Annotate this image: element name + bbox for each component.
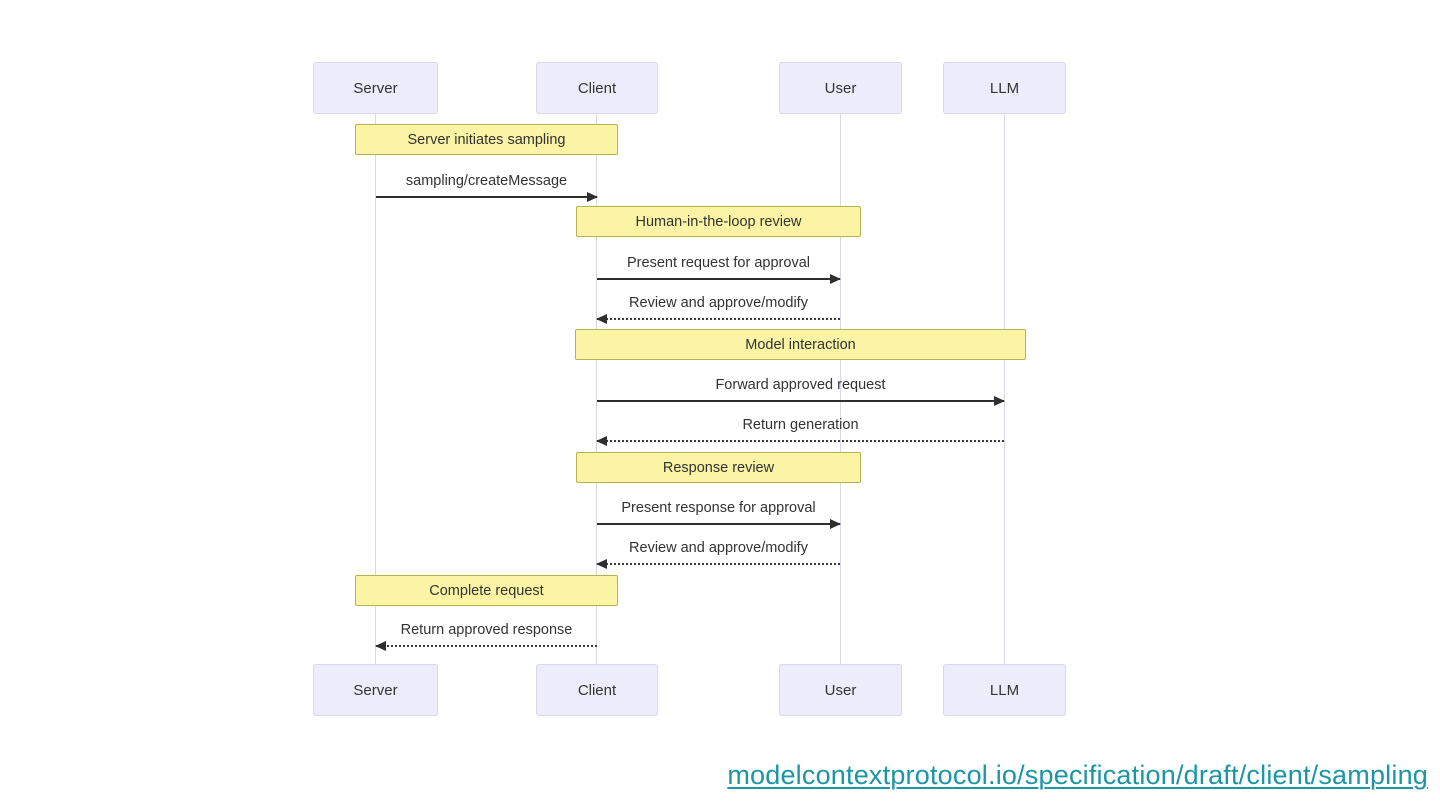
message-line: [596, 436, 1004, 446]
note-human-in-the-loop-review: Human-in-the-loop review: [576, 206, 861, 237]
lifeline-user: [840, 114, 841, 664]
message-line: [597, 396, 1005, 406]
actor-server-top: Server: [313, 62, 438, 114]
spec-url-link[interactable]: modelcontextprotocol.io/specification/dr…: [727, 760, 1428, 790]
actor-server-bottom: Server: [313, 664, 438, 716]
actor-label: Server: [353, 79, 398, 97]
note-label: Human-in-the-loop review: [635, 213, 802, 230]
lifeline-llm: [1004, 114, 1005, 664]
actor-label: User: [824, 681, 857, 699]
note-response-review: Response review: [576, 452, 861, 483]
note-label: Response review: [662, 459, 775, 476]
message-label: Review and approve/modify: [629, 540, 808, 556]
message-return-generation: Return generation: [596, 414, 1004, 446]
message-line: [596, 559, 840, 569]
actor-llm-top: LLM: [943, 62, 1066, 114]
actor-user-top: User: [779, 62, 902, 114]
note-model-interaction: Model interaction: [575, 329, 1026, 360]
arrowhead-icon: [596, 436, 607, 446]
message-return-approved-response: Return approved response: [375, 619, 597, 651]
message-label: Return generation: [742, 417, 859, 433]
actor-client-bottom: Client: [536, 664, 658, 716]
message-label: Forward approved request: [715, 377, 886, 393]
arrowhead-icon: [830, 274, 841, 284]
lifeline-server: [375, 114, 376, 664]
message-label: sampling/createMessage: [405, 173, 568, 189]
message-sampling-create-message: sampling/createMessage: [376, 170, 598, 202]
note-server-initiates-sampling: Server initiates sampling: [355, 124, 618, 155]
arrowhead-icon: [596, 314, 607, 324]
message-line: [597, 274, 841, 284]
message-line: [597, 519, 841, 529]
message-label: Present request for approval: [627, 255, 810, 271]
lifeline-client: [596, 114, 597, 664]
message-label: Present response for approval: [621, 500, 816, 516]
actor-label: Client: [577, 681, 617, 699]
message-line: [376, 192, 598, 202]
arrowhead-icon: [830, 519, 841, 529]
actor-label: Client: [577, 79, 617, 97]
note-complete-request: Complete request: [355, 575, 618, 606]
message-present-request-for-approval: Present request for approval: [597, 252, 841, 284]
message-line: [375, 641, 597, 651]
actor-llm-bottom: LLM: [943, 664, 1066, 716]
actor-label: LLM: [989, 681, 1020, 699]
message-label: Review and approve/modify: [629, 295, 808, 311]
arrowhead-icon: [596, 559, 607, 569]
message-label: Return approved response: [400, 622, 573, 638]
actor-label: Server: [353, 681, 398, 699]
message-review-and-approve-modify-2: Review and approve/modify: [596, 537, 840, 569]
message-present-response-for-approval: Present response for approval: [597, 497, 841, 529]
arrowhead-icon: [994, 396, 1005, 406]
note-label: Model interaction: [745, 336, 856, 353]
arrowhead-icon: [587, 192, 598, 202]
actor-label: User: [824, 79, 857, 97]
note-label: Complete request: [429, 582, 544, 599]
note-label: Server initiates sampling: [407, 131, 566, 148]
actor-client-top: Client: [536, 62, 658, 114]
message-forward-approved-request: Forward approved request: [597, 374, 1005, 406]
message-line: [596, 314, 840, 324]
actor-label: LLM: [989, 79, 1020, 97]
arrowhead-icon: [375, 641, 386, 651]
actor-user-bottom: User: [779, 664, 902, 716]
message-review-and-approve-modify-1: Review and approve/modify: [596, 292, 840, 324]
